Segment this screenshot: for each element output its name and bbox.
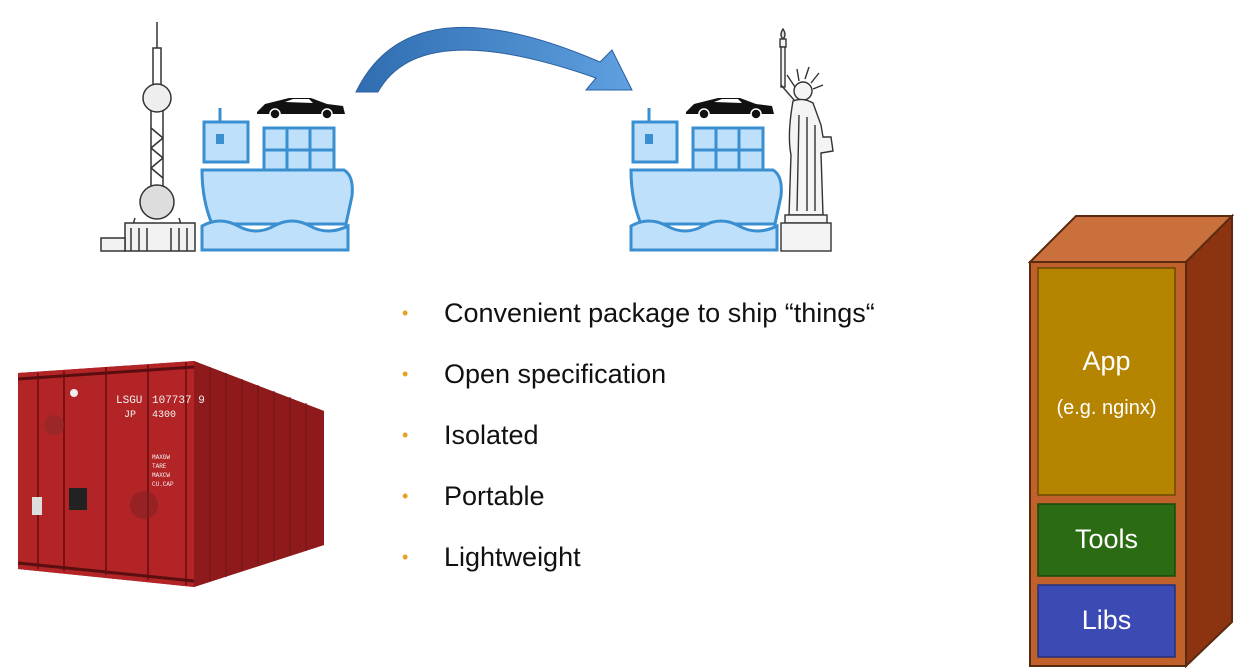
shipping-container-image (17, 361, 324, 587)
cargo-ship-right-icon (629, 108, 783, 252)
list-item: •Lightweight (402, 534, 875, 595)
bullet-dot-icon: • (402, 364, 409, 384)
tools-label: Tools (1074, 524, 1139, 554)
curved-arrow-icon (355, 26, 633, 93)
libs-label: Libs (1081, 605, 1132, 635)
libs-layer (1037, 584, 1176, 658)
statue-of-liberty-icon (779, 27, 834, 252)
bullet-dot-icon: • (402, 303, 409, 323)
list-item: •Isolated (402, 412, 875, 473)
bullet-dot-icon: • (402, 486, 409, 506)
cargo-ship-left-icon (200, 108, 354, 252)
list-item: •Open specification (402, 351, 875, 412)
container-origin: JP (124, 410, 137, 421)
container-type: 4300 (152, 410, 177, 421)
app-layer (1037, 267, 1176, 496)
app-sublabel: (e.g. nginx) (1056, 397, 1157, 419)
tools-layer (1037, 503, 1176, 577)
list-item: •Convenient package to ship “things“ (402, 290, 875, 351)
app-label: App (1082, 346, 1131, 376)
container-stack-box (1028, 213, 1234, 668)
shanghai-tower-icon (100, 22, 196, 252)
bullet-dot-icon: • (402, 547, 409, 567)
container-weights: MAXGW TARE MAXCW CU.CAP (152, 454, 174, 488)
bullet-dot-icon: • (402, 425, 409, 445)
container-number: 107737 9 (152, 395, 205, 407)
container-code: LSGU (116, 395, 143, 407)
feature-list: •Convenient package to ship “things“ •Op… (402, 290, 875, 595)
sports-car-right-icon (686, 98, 774, 120)
list-item: •Portable (402, 473, 875, 534)
sports-car-left-icon (257, 98, 345, 120)
